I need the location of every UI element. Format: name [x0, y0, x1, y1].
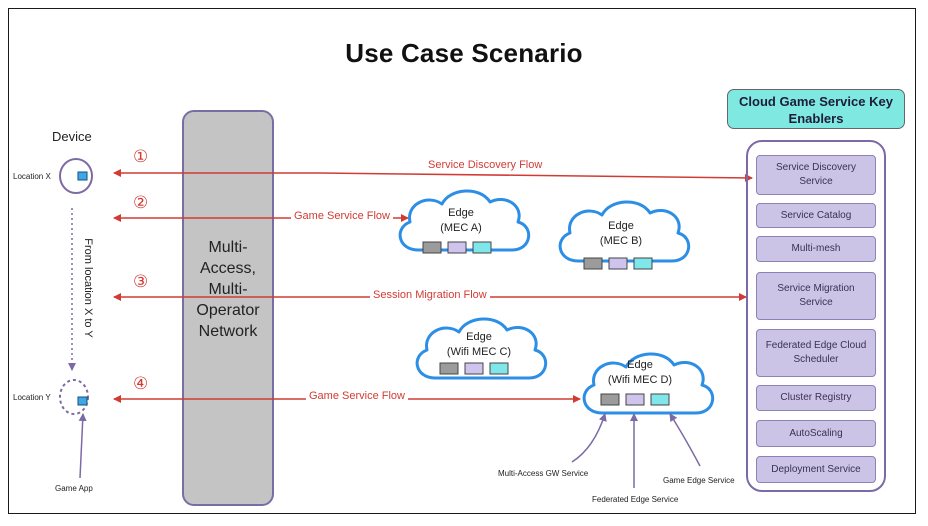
network-box — [182, 110, 274, 506]
flow-3-number: ③ — [133, 272, 149, 291]
game-edge-service-label: Game Edge Service — [663, 476, 735, 485]
gw-service-pointer — [571, 413, 607, 463]
purple-box — [447, 241, 467, 254]
gw-service-label: Multi-Access GW Service — [498, 469, 589, 478]
enablers-header: Cloud Game Service Key Enablers — [727, 89, 905, 129]
enabler-service-catalog: Service Catalog — [756, 203, 876, 228]
federated-service-label: Federated Edge Service — [592, 495, 679, 504]
location-y-label: Location Y — [13, 393, 51, 402]
page-title: Use Case Scenario — [345, 38, 583, 68]
purple-box — [464, 362, 484, 375]
network-line: Multi- — [208, 281, 248, 298]
gray-box — [422, 241, 442, 254]
game-app-pointer — [78, 413, 87, 479]
edge-title: Edge — [608, 220, 634, 232]
flow-1-label: Service Discovery Flow — [425, 159, 546, 171]
enabler-service-migration: Service Migration Service — [756, 272, 876, 320]
gray-box — [600, 393, 620, 406]
enabler-service-discovery: Service Discovery Service — [756, 155, 876, 195]
edge-title: Edge — [627, 359, 653, 371]
edge-wifi-mec-c-label: Edge (Wifi MEC C) — [424, 330, 534, 360]
network-line: Operator — [196, 302, 260, 319]
location-x-label: Location X — [13, 172, 51, 181]
network-line: Network — [198, 323, 258, 340]
edge-mec-a-label: Edge (MEC A) — [411, 206, 511, 236]
edge-title: Edge — [466, 331, 492, 343]
device-location-y-circle — [59, 379, 89, 415]
edge-name: (MEC B) — [599, 235, 643, 247]
device-label: Device — [52, 129, 92, 144]
edge-title: Edge — [448, 207, 474, 219]
edge-name: (MEC A) — [440, 222, 482, 234]
flow-3-label: Session Migration Flow — [370, 289, 490, 301]
flow-1-arrow-right — [319, 172, 753, 182]
game-edge-service-pointer — [669, 413, 701, 467]
enablers-container — [746, 140, 886, 492]
edge-mec-b-label: Edge (MEC B) — [571, 219, 671, 249]
edge-name: (Wifi MEC C) — [446, 346, 512, 358]
cyan-box — [633, 257, 653, 270]
cyan-box — [472, 241, 492, 254]
flow-2-number: ② — [133, 193, 149, 212]
game-app-label: Game App — [55, 484, 93, 493]
device-icon — [77, 171, 88, 181]
transition-label: From location X to Y — [82, 238, 94, 338]
purple-box — [608, 257, 628, 270]
edge-wifi-mec-d-label: Edge (Wifi MEC D) — [585, 358, 695, 388]
flow-2-label: Game Service Flow — [291, 210, 393, 222]
device-location-x-circle — [59, 158, 93, 194]
edge-name: (Wifi MEC D) — [607, 374, 673, 386]
enabler-deployment-service: Deployment Service — [756, 456, 876, 483]
cyan-box — [650, 393, 670, 406]
enabler-cluster-registry: Cluster Registry — [756, 385, 876, 411]
cyan-box — [489, 362, 509, 375]
network-line: Multi- — [208, 239, 248, 256]
flow-4-number: ④ — [133, 374, 149, 393]
device-icon — [77, 396, 88, 406]
network-line: Access, — [199, 260, 256, 277]
gray-box — [439, 362, 459, 375]
flow-1-number: ① — [133, 147, 149, 166]
network-label: Multi- Access, Multi- Operator Network — [182, 237, 274, 342]
enabler-autoscaling: AutoScaling — [756, 420, 876, 447]
purple-box — [625, 393, 645, 406]
enabler-multi-mesh: Multi-mesh — [756, 236, 876, 262]
flow-4-label: Game Service Flow — [306, 390, 408, 402]
gray-box — [583, 257, 603, 270]
enabler-federated-scheduler: Federated Edge Cloud Scheduler — [756, 329, 876, 377]
